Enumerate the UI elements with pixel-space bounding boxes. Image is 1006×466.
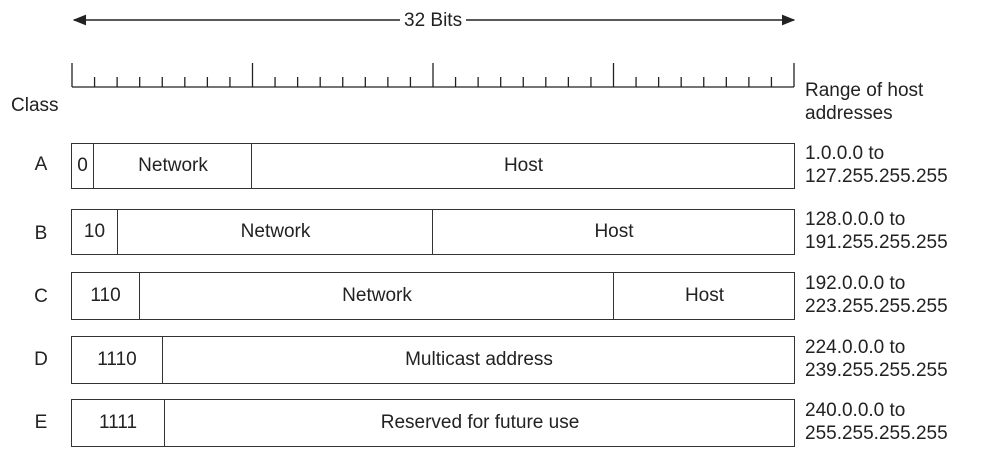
class-letter-e: E (34, 412, 48, 433)
class-e-reserved-field: Reserved for future use (164, 400, 795, 446)
class-a-host-field: Host (251, 144, 795, 188)
range-header-line1: Range of host (805, 80, 924, 101)
class-letter-c: C (34, 286, 48, 307)
class-e-range-end: 255.255.255.255 (805, 423, 948, 444)
class-b-range-start: 128.0.0.0 to (805, 209, 906, 230)
class-e-format: 1111 Reserved for future use (71, 399, 795, 447)
class-c-range-end: 223.255.255.255 (805, 296, 948, 317)
class-b-format: 10 Network Host (71, 209, 795, 255)
class-d-prefix: 1110 (97, 349, 137, 370)
class-d-format: 1110 Multicast address (71, 336, 795, 384)
class-b-host-field: Host (432, 210, 795, 254)
class-a-prefix: 0 (77, 155, 88, 176)
class-a-range-start: 1.0.0.0 to (805, 143, 885, 164)
class-d-range-start: 224.0.0.0 to (805, 337, 906, 358)
class-c-host-field: Host (613, 273, 795, 319)
class-c-prefix: 110 (90, 285, 121, 306)
class-a-format: 0 Network Host (71, 143, 795, 189)
class-b-range-end: 191.255.255.255 (805, 232, 948, 253)
class-b-range: 128.0.0.0 to 191.255.255.255 (805, 208, 948, 254)
class-a-range: 1.0.0.0 to 127.255.255.255 (805, 142, 948, 188)
range-column-header: Range of host addresses (805, 79, 923, 125)
class-e-prefix: 1111 (98, 412, 138, 433)
class-letter-a: A (34, 154, 48, 175)
class-e-range-start: 240.0.0.0 to (805, 400, 906, 421)
class-d-range-end: 239.255.255.255 (805, 360, 948, 381)
bit-ruler (71, 63, 795, 88)
class-a-network-field: Network (93, 144, 252, 188)
class-c-network-field: Network (139, 273, 614, 319)
class-b-network-field: Network (117, 210, 433, 254)
class-c-range: 192.0.0.0 to 223.255.255.255 (805, 272, 948, 318)
class-letter-d: D (34, 349, 48, 370)
class-c-range-start: 192.0.0.0 to (805, 273, 906, 294)
class-d-range: 224.0.0.0 to 239.255.255.255 (805, 336, 948, 382)
bits-span-label: 32 Bits (400, 10, 467, 32)
class-e-range: 240.0.0.0 to 255.255.255.255 (805, 399, 948, 445)
class-letter-b: B (34, 223, 48, 244)
class-a-range-end: 127.255.255.255 (805, 166, 948, 187)
range-header-line2: addresses (805, 103, 893, 124)
class-b-prefix: 10 (83, 221, 106, 242)
class-d-multicast-field: Multicast address (162, 337, 795, 383)
class-column-header: Class (11, 95, 59, 116)
class-c-format: 110 Network Host (71, 272, 795, 320)
